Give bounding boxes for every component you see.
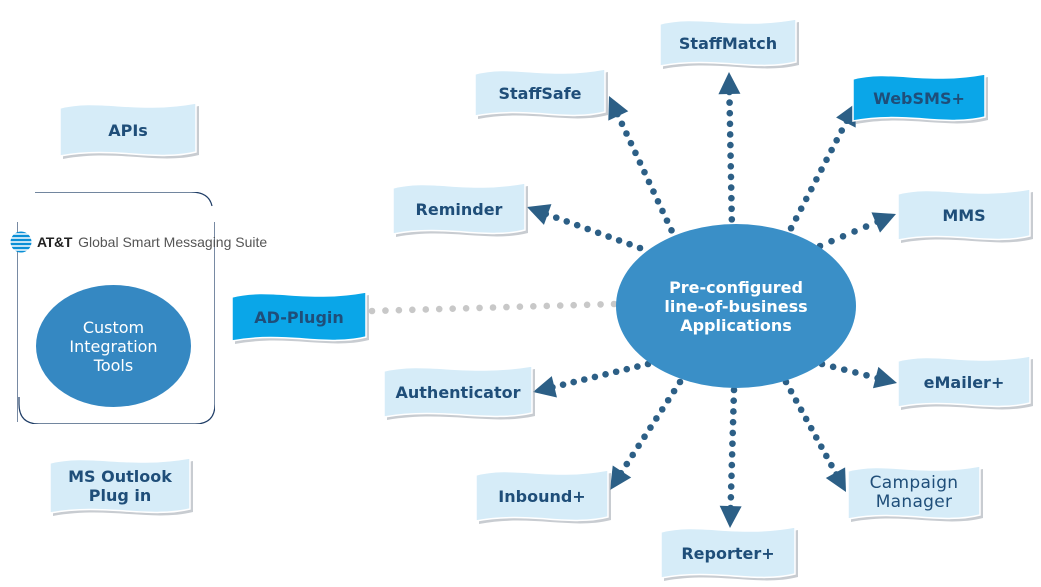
arrowhead-staffsafe xyxy=(608,96,629,121)
arrowhead-inbound xyxy=(610,465,632,490)
connector-staffsafe xyxy=(614,110,680,244)
app-label-adplugin: AD-Plugin xyxy=(254,307,344,327)
app-label-campaign: Campaign Manager xyxy=(869,473,959,512)
att-globe-icon xyxy=(10,231,32,253)
app-flag-staffsafe: StaffSafe xyxy=(473,66,608,120)
app-label-websms: WebSMS+ xyxy=(873,88,965,108)
att-brand: AT&T xyxy=(37,234,73,250)
arrowhead-reminder xyxy=(527,204,552,225)
connector-authenticator xyxy=(549,360,652,391)
app-flag-mms: MMS xyxy=(896,186,1033,244)
connector-adplugin xyxy=(368,300,618,315)
arrowhead-authenticator xyxy=(533,376,557,398)
arrowhead-mms xyxy=(871,212,896,233)
connector-websms xyxy=(782,117,851,242)
app-flag-reporter: Reporter+ xyxy=(659,524,798,582)
app-flag-inbound: Inbound+ xyxy=(474,467,611,525)
app-label-mms: MMS xyxy=(942,205,986,225)
app-flag-emailer: eMailer+ xyxy=(896,353,1033,411)
connector-reporter xyxy=(727,386,738,512)
connector-campaign xyxy=(782,378,840,478)
suite-container xyxy=(16,191,216,425)
custom-integration-tools-node: Custom Integration Tools xyxy=(36,285,191,407)
arrowhead-staffmatch xyxy=(718,72,741,95)
app-flag-staffmatch: StaffMatch xyxy=(658,16,799,70)
connector-mms xyxy=(816,218,881,250)
app-label-staffmatch: StaffMatch xyxy=(678,33,778,53)
app-flag-reminder: Reminder xyxy=(391,180,528,238)
connector-emailer xyxy=(818,360,881,382)
app-label-authenticator: Authenticator xyxy=(395,382,521,402)
suite-title: Global Smart Messaging Suite xyxy=(78,234,268,250)
app-flag-adplugin: AD-Plugin xyxy=(230,289,369,345)
app-flag-authenticator: Authenticator xyxy=(382,363,535,421)
app-label-emailer: eMailer+ xyxy=(923,372,1005,392)
hub-node: Pre-configured line-of-business Applicat… xyxy=(616,224,856,388)
app-label-reporter: Reporter+ xyxy=(681,543,775,563)
arrowhead-websms xyxy=(836,103,856,128)
app-label-reminder: Reminder xyxy=(415,199,503,219)
apis-label: APIs xyxy=(108,120,148,140)
arrowhead-emailer xyxy=(872,366,897,389)
ms-outlook-label: MS Outlook Plug in xyxy=(68,467,172,505)
ms-outlook-flag: MS Outlook Plug in xyxy=(48,455,193,517)
arrowhead-reporter xyxy=(719,505,742,528)
connector-staffmatch xyxy=(726,88,736,234)
app-label-staffsafe: StaffSafe xyxy=(498,83,582,103)
apis-flag: APIs xyxy=(58,100,199,160)
connector-reminder xyxy=(542,210,644,252)
app-label-inbound: Inbound+ xyxy=(498,486,586,506)
arrowhead-campaign xyxy=(825,467,846,492)
app-flag-websms: WebSMS+ xyxy=(851,71,988,125)
connector-inbound xyxy=(617,378,684,477)
app-flag-campaign: Campaign Manager xyxy=(846,463,983,523)
att-logo: AT&T Global Smart Messaging Suite xyxy=(10,230,310,254)
